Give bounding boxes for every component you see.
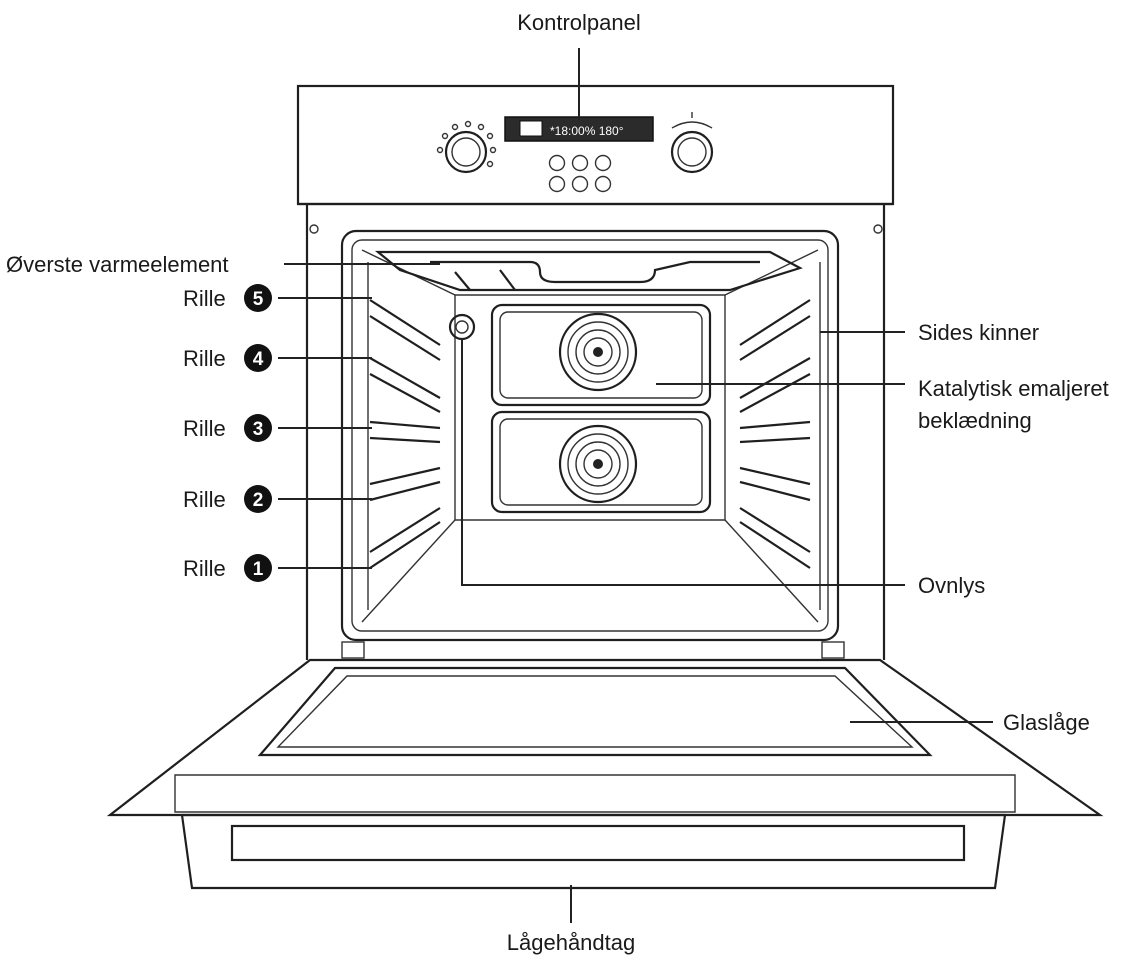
side-rails-right xyxy=(739,262,821,610)
oven-light xyxy=(448,313,476,341)
shelf-number: 3 xyxy=(253,419,264,440)
label-catalytic-line2: beklædning xyxy=(918,408,1032,433)
side-rails-left xyxy=(367,262,441,610)
shelf-label-text: Rille xyxy=(183,416,226,441)
glass-door xyxy=(106,641,1104,817)
door-handle xyxy=(180,813,1007,890)
top-heating-element xyxy=(374,250,803,292)
label-oven-light: Ovnlys xyxy=(918,573,985,598)
shelf-number: 1 xyxy=(253,559,264,580)
shelf-label-4: Rille 4 xyxy=(183,344,272,372)
control-panel-housing: *18:00% 180° xyxy=(296,84,895,206)
shelf-label-text: Rille xyxy=(183,487,226,512)
display-readout: *18:00% 180° xyxy=(550,124,624,138)
shelf-badge xyxy=(244,554,272,582)
shelf-label-2: Rille 2 xyxy=(183,485,272,513)
shelf-label-1: Rille 1 xyxy=(183,554,272,582)
shelf-badge xyxy=(244,414,272,442)
shelf-label-text: Rille xyxy=(183,286,226,311)
catalytic-liner-lower xyxy=(490,410,712,514)
catalytic-liner-upper xyxy=(490,303,712,407)
shelf-label-text: Rille xyxy=(183,346,226,371)
label-glass-door: Glaslåge xyxy=(1003,710,1090,735)
label-top-heating-element: Øverste varmeelement xyxy=(6,252,229,277)
left-knob xyxy=(436,120,497,174)
oven-body xyxy=(305,204,886,660)
shelf-label-text: Rille xyxy=(183,556,226,581)
label-control-panel: Kontrolpanel xyxy=(517,10,641,35)
shelf-badge xyxy=(244,485,272,513)
label-side-rails: Sides kinner xyxy=(918,320,1039,345)
shelf-label-3: Rille 3 xyxy=(183,414,272,442)
shelf-number: 4 xyxy=(253,349,264,370)
label-door-handle: Lågehåndtag xyxy=(507,930,635,955)
shelf-number: 5 xyxy=(253,289,264,310)
shelf-label-5: Rille 5 xyxy=(183,284,272,312)
shelf-badge xyxy=(244,344,272,372)
label-catalytic-line1: Katalytisk emaljeret xyxy=(918,376,1109,401)
display-panel: *18:00% 180° xyxy=(504,116,654,142)
control-buttons xyxy=(548,154,612,193)
shelf-number: 2 xyxy=(253,490,264,511)
right-knob xyxy=(670,112,714,174)
shelf-badge xyxy=(244,284,272,312)
leader-lines xyxy=(278,48,993,923)
